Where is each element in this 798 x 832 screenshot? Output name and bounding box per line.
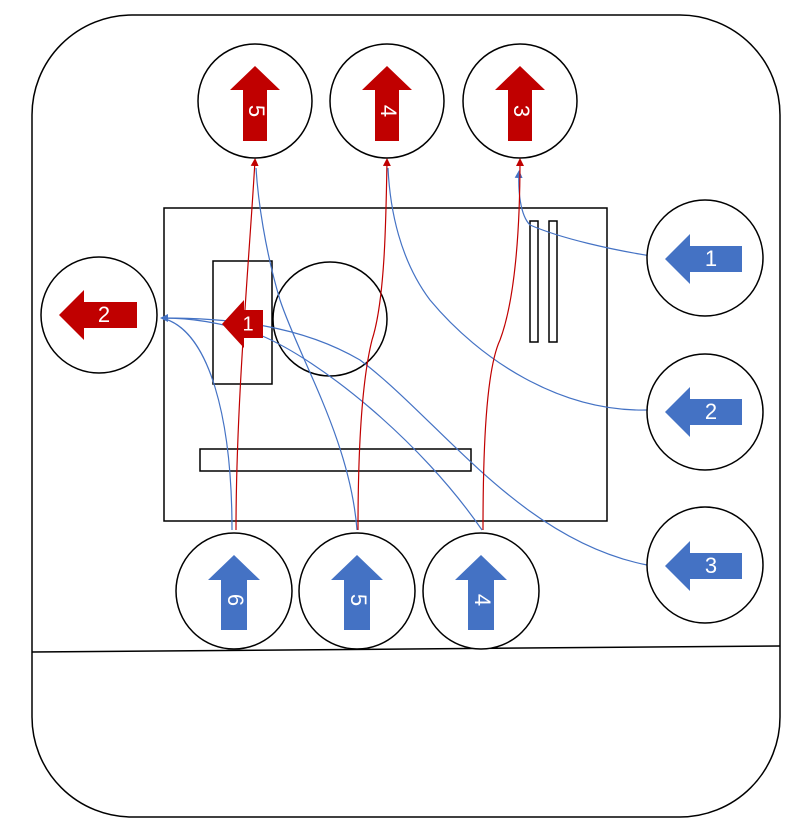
exhaust-fan-top-5: 5: [197, 43, 313, 159]
ram-slot-1: [529, 220, 539, 343]
intake-fan-right-2: 2: [646, 353, 764, 471]
intake-fan-bottom-6: 6: [175, 532, 293, 650]
cpu-exhaust-1: 1: [222, 300, 263, 348]
intake-fan-right-3: 3: [646, 506, 764, 624]
fan-label: 4: [376, 105, 401, 117]
left-arrow-icon: [665, 541, 742, 591]
airflow-line-intake6-to-exhaust2: [161, 317, 233, 531]
fan-label: 3: [705, 553, 717, 578]
fan-label: 5: [244, 105, 269, 117]
fan-label: 4: [470, 594, 495, 606]
pcie-slot: [199, 448, 472, 472]
exhaust-fan-top-3: 3: [462, 43, 578, 159]
left-arrow-icon: [59, 290, 137, 340]
fan-label: 6: [223, 594, 248, 606]
up-arrow-icon: [208, 555, 260, 630]
fan-label: 2: [98, 302, 110, 327]
intake-fan-bottom-4: 4: [422, 532, 540, 650]
left-arrow-icon: [665, 387, 742, 437]
left-arrow-icon: [665, 234, 742, 284]
up-arrow-icon: [331, 555, 383, 630]
psu-divider: [31, 645, 781, 653]
airflow-line-intake2-to-exhaust4: [387, 167, 648, 411]
exhaust-fan-top-4: 4: [329, 43, 445, 159]
up-arrow-icon: [495, 66, 545, 141]
fan-label: 1: [242, 313, 253, 335]
fan-label: 3: [509, 105, 534, 117]
up-arrow-icon: [362, 66, 412, 141]
intake-fan-bottom-5: 5: [298, 532, 416, 650]
fan-label: 5: [346, 594, 371, 606]
up-arrow-icon: [455, 555, 507, 630]
left-arrow-icon: [222, 300, 263, 348]
airflow-line-intake5-to-exhaust5: [255, 167, 358, 531]
airflow-line-intake4-to-exhaust2: [161, 317, 483, 531]
exhaust-fan-left-2: 2: [40, 256, 158, 374]
intake-fan-right-1: 1: [646, 199, 764, 317]
airflow-line-red-to-exhaust4: [357, 158, 391, 531]
fan-label: 1: [705, 246, 717, 271]
airflow-line-red-to-exhaust3: [482, 158, 524, 531]
fan-label: 2: [705, 399, 717, 424]
up-arrow-icon: [230, 66, 280, 141]
ram-slot-2: [548, 220, 558, 343]
